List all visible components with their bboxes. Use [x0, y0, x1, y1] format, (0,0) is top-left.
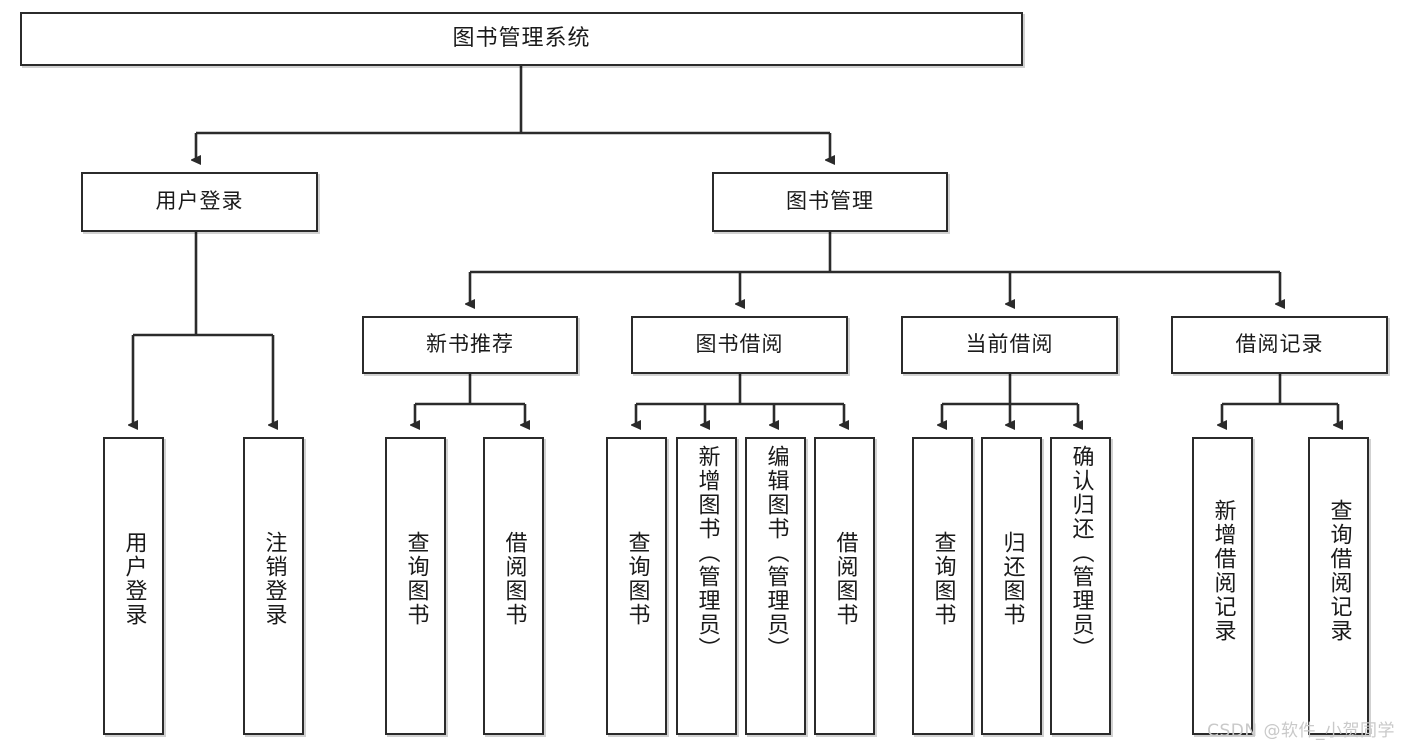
leaf-label: 注销登录	[261, 531, 287, 627]
leaf-label: 借阅图书	[832, 531, 858, 627]
leaf-current-query-book[interactable]: 查询图书	[912, 437, 973, 735]
leaf-record-query[interactable]: 查询借阅记录	[1308, 437, 1369, 735]
leaf-user-login-login[interactable]: 用户登录	[103, 437, 164, 735]
leaf-current-confirm-return[interactable]: 确认归还（管理员）	[1050, 437, 1111, 735]
node-borrow-record[interactable]: 借阅记录	[1171, 316, 1388, 374]
leaf-current-return-book[interactable]: 归还图书	[981, 437, 1042, 735]
node-user-login[interactable]: 用户登录	[81, 172, 318, 232]
leaf-label: 新增借阅记录	[1210, 499, 1236, 643]
node-book-management[interactable]: 图书管理	[712, 172, 948, 232]
node-book-management-label: 图书管理	[786, 189, 874, 214]
leaf-label: 查询图书	[403, 531, 429, 627]
leaf-user-login-logout[interactable]: 注销登录	[243, 437, 304, 735]
node-new-book-recommend[interactable]: 新书推荐	[362, 316, 578, 374]
leaf-label: 查询图书	[930, 531, 956, 627]
node-current-borrow-label: 当前借阅	[965, 332, 1054, 357]
node-user-login-label: 用户登录	[155, 189, 244, 214]
leaf-label: 新增图书（管理员）	[694, 445, 720, 661]
leaf-label: 确认归还（管理员）	[1068, 445, 1094, 661]
leaf-label: 编辑图书（管理员）	[763, 445, 789, 661]
leaf-borrow-add-book[interactable]: 新增图书（管理员）	[676, 437, 737, 735]
node-root-label: 图书管理系统	[452, 25, 591, 51]
leaf-record-add[interactable]: 新增借阅记录	[1192, 437, 1253, 735]
leaf-borrow-query-book[interactable]: 查询图书	[606, 437, 667, 735]
leaf-label: 归还图书	[999, 531, 1025, 627]
leaf-label: 借阅图书	[501, 531, 527, 627]
leaf-borrow-borrow-book[interactable]: 借阅图书	[814, 437, 875, 735]
node-book-borrow-label: 图书借阅	[695, 332, 784, 357]
leaf-label: 查询借阅记录	[1326, 499, 1352, 643]
node-root[interactable]: 图书管理系统	[20, 12, 1023, 66]
node-new-book-recommend-label: 新书推荐	[426, 332, 514, 357]
leaf-label: 查询图书	[624, 531, 650, 627]
leaf-new-book-borrow[interactable]: 借阅图书	[483, 437, 544, 735]
node-current-borrow[interactable]: 当前借阅	[901, 316, 1118, 374]
leaf-borrow-edit-book[interactable]: 编辑图书（管理员）	[745, 437, 806, 735]
leaf-new-book-query[interactable]: 查询图书	[385, 437, 446, 735]
node-book-borrow[interactable]: 图书借阅	[631, 316, 848, 374]
node-borrow-record-label: 借阅记录	[1235, 332, 1324, 357]
leaf-label: 用户登录	[121, 531, 147, 627]
